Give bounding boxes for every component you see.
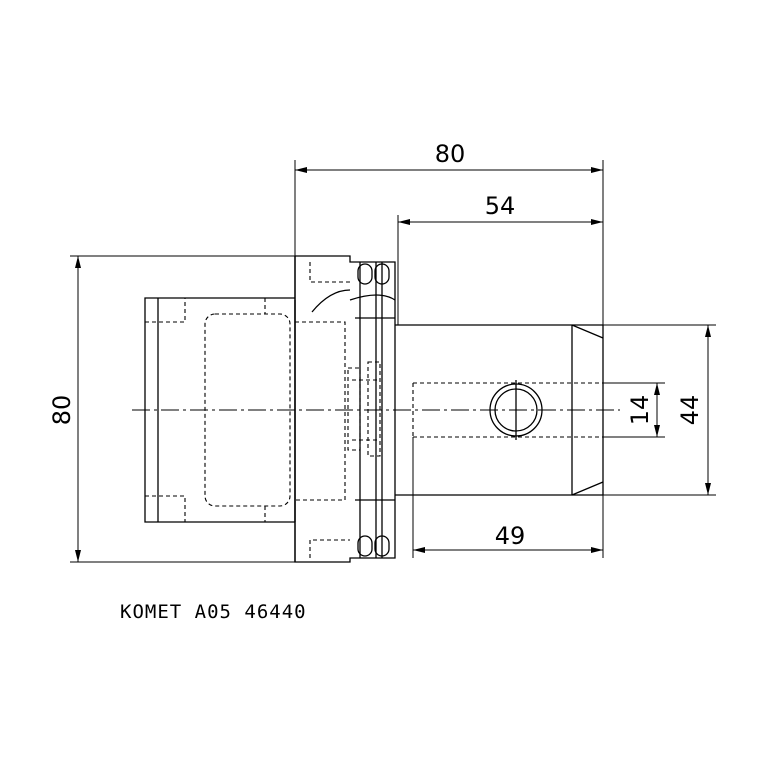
dim-shank-length: 54 (397, 192, 603, 325)
dim-shank-diameter-label: 44 (676, 395, 704, 426)
holder-body (144, 255, 396, 563)
part-number-caption: KOMET A05 46440 (120, 601, 307, 623)
dim-overall-length: 80 (294, 140, 604, 325)
dim-bore-depth-label: 49 (495, 522, 526, 550)
dim-bore-depth: 49 (412, 437, 604, 558)
dim-shank-length-label: 54 (485, 192, 516, 220)
dim-flange-diameter: 80 (48, 255, 295, 563)
dim-bore-diameter-label: 14 (626, 395, 654, 426)
dim-shank-diameter: 44 (603, 324, 716, 496)
dim-overall-length-label: 80 (435, 140, 466, 168)
dim-flange-diameter-label: 80 (48, 395, 76, 426)
dim-bore-diameter: 14 (603, 382, 665, 438)
